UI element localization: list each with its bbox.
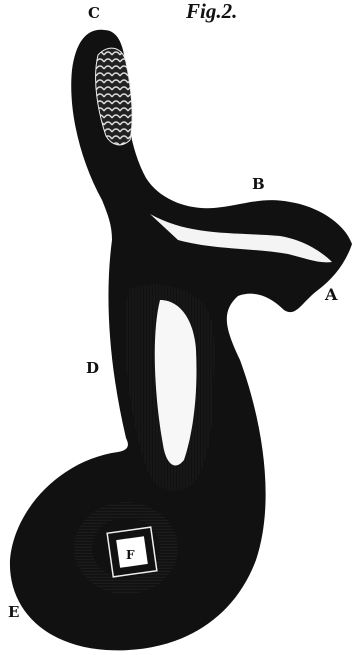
label-d: D <box>86 359 99 377</box>
label-e: E <box>8 603 19 621</box>
label-b: B <box>252 175 265 193</box>
label-f: F <box>126 548 135 562</box>
label-c: C <box>88 4 100 22</box>
label-a: A <box>324 285 338 304</box>
figure-title: Fig.2. <box>185 0 237 23</box>
